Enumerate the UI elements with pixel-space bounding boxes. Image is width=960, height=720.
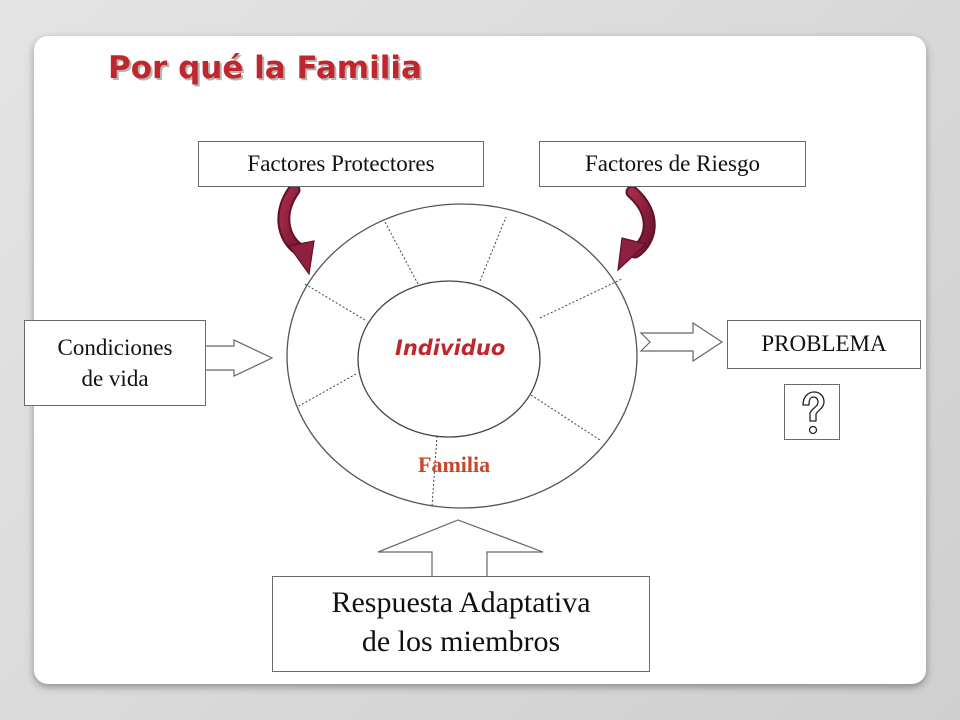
protective-factors-box: Factores Protectores	[198, 141, 484, 187]
living-conditions-arrow	[205, 339, 274, 377]
living-conditions-box: Condiciones de vida	[24, 320, 206, 406]
living-conditions-label: Condiciones de vida	[57, 334, 173, 391]
risk-factors-box: Factores de Riesgo	[539, 141, 806, 187]
protective-curved-arrow	[277, 183, 315, 276]
individual-label: Individuo	[395, 336, 506, 360]
individual-circle	[357, 280, 541, 438]
family-label: Familia	[418, 452, 491, 477]
risk-factors-label: Factores de Riesgo	[584, 150, 760, 176]
problem-label: PROBLEMA	[761, 331, 887, 357]
adaptive-response-label: Respuesta Adaptativa de los miembros	[331, 586, 591, 658]
adaptive-response-box: Respuesta Adaptativa de los miembros	[272, 576, 650, 672]
protective-factors-label: Factores Protectores	[247, 150, 435, 176]
adaptive-response-arrow	[377, 519, 544, 576]
slide-title: Por qué la Familia	[108, 50, 422, 86]
problem-box: PROBLEMA	[727, 320, 921, 369]
family-segment-lines	[296, 216, 623, 507]
question-box	[784, 384, 840, 440]
risk-curved-arrow	[617, 185, 656, 272]
question-mark-icon	[802, 391, 825, 435]
problem-arrow	[639, 321, 724, 363]
